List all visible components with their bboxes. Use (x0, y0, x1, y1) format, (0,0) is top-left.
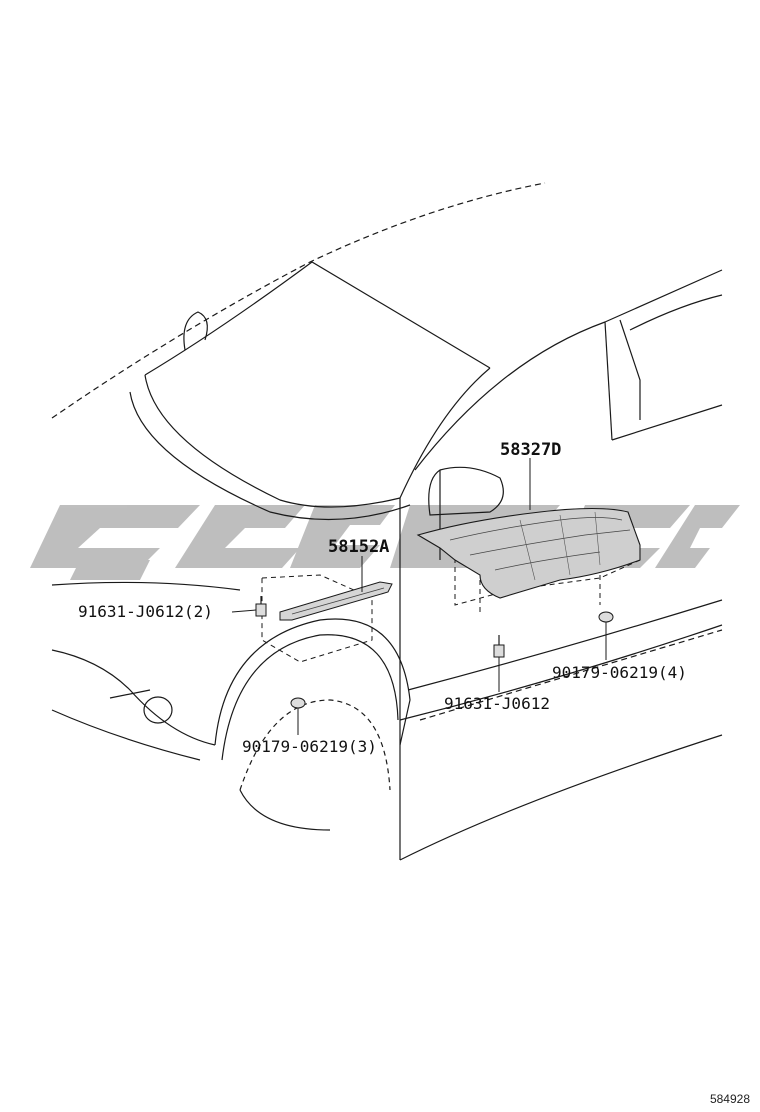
car-body-outline (51, 182, 723, 861)
part-58152A-shape (279, 581, 393, 621)
leader-lines (231, 458, 607, 735)
part-label-91631-J0612-2[interactable]: 91631-J0612(2) (78, 602, 213, 621)
part-label-90179-06219-3[interactable]: 90179-06219(3) (242, 737, 377, 756)
part-58327D-shape (416, 507, 641, 599)
fastener-clip-right-icon (598, 611, 614, 623)
part-label-91631-J0612[interactable]: 91631-J0612 (444, 694, 550, 713)
part-label-90179-06219-4[interactable]: 90179-06219(4) (552, 663, 687, 682)
fastener-clip-wheel-icon (290, 697, 306, 709)
fastener-bolt-center-icon (493, 635, 505, 658)
part-label-58327D[interactable]: 58327D (500, 440, 561, 460)
diagram-reference-code: 584928 (709, 1092, 750, 1106)
fastener-bolt-left-icon (255, 596, 267, 617)
part-label-58152A[interactable]: 58152A (328, 537, 389, 557)
